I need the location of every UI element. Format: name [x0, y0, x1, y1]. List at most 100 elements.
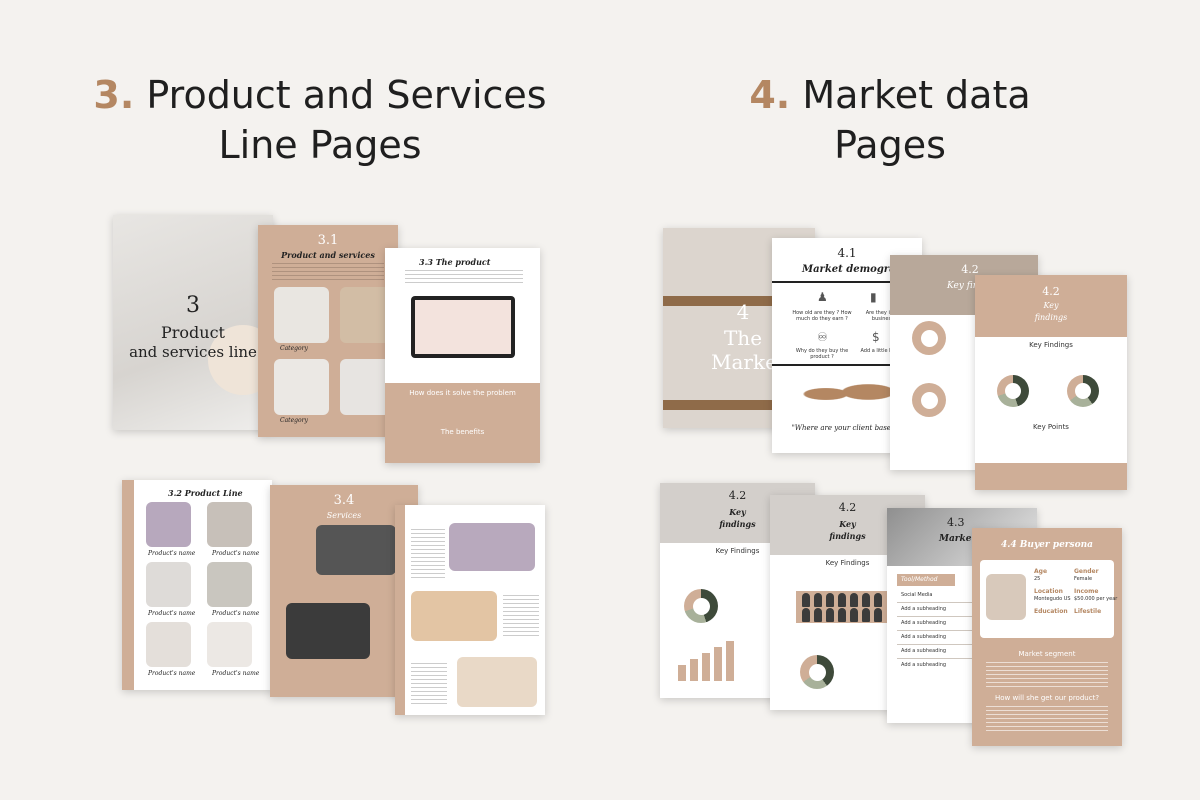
p42b-kp: Key Points: [1033, 423, 1069, 431]
p32-photo-6: [207, 622, 252, 667]
p42a-number: 4.2: [961, 263, 979, 276]
p42b-number: 4.2: [1042, 285, 1060, 298]
p31-body: [272, 263, 384, 281]
world-map: [794, 374, 900, 414]
p44-how-body: [986, 706, 1108, 732]
p43-title: Marke strate: [939, 534, 1004, 544]
section-3-title-line2: Line Pages: [218, 123, 422, 167]
p42c-kf: Key Findings: [715, 547, 760, 555]
p44-how: How will she get our product?: [994, 694, 1100, 702]
p42c-bar-1: [678, 665, 686, 681]
p32-photo-1: [146, 502, 191, 547]
p43-col: Tool/Method: [901, 576, 938, 583]
p42b-title1: Key: [1043, 301, 1059, 310]
p43-row-6: Add a subheading: [901, 662, 947, 668]
p32-title: 3.2 Product Line: [168, 488, 243, 498]
page-3-2: 3.2 Product Line Product's name Product'…: [122, 480, 272, 690]
p31-category-2: Category: [280, 417, 308, 424]
p42b-kf: Key Findings: [1029, 341, 1073, 349]
p42c-bar-4: [714, 647, 722, 681]
cover-number: 3: [186, 293, 200, 318]
p43-row-4: Add a subheading: [901, 634, 947, 640]
page-4-4: 4.4 Buyer persona Age 25 Gender Female L…: [972, 528, 1122, 746]
p42d-kf: Key Findings: [825, 559, 870, 567]
p42c-title1: Key: [729, 507, 746, 517]
dollar-icon: $: [872, 330, 880, 344]
p32-photo-5: [146, 622, 191, 667]
p42a-icon-circle-1: [912, 321, 946, 355]
p32-name-5: Product's name: [148, 670, 196, 677]
p44-loc-label: Location: [1034, 588, 1063, 595]
p31-photo-3: [274, 359, 329, 415]
p31-photo-4: [340, 359, 390, 415]
p44-life-label: Lifestile: [1074, 608, 1102, 615]
p44-income-value: $50.000 per year: [1074, 596, 1118, 602]
persona-avatar: [986, 574, 1026, 620]
p33-box: How does it solve the problem The benefi…: [385, 383, 540, 463]
p41-number: 4.1: [837, 246, 857, 260]
p42d-number: 4.2: [838, 501, 857, 514]
p34-photo-1: [316, 525, 396, 575]
p32-name-6: Product's name: [212, 670, 260, 677]
p34-photo-2: [286, 603, 370, 659]
p41-q4: Add a little bit of text: [860, 348, 914, 354]
p42b-donut-1: [997, 375, 1029, 407]
people-pictogram: [796, 591, 896, 623]
p34b-photo-3: [457, 657, 537, 707]
p42c-bar-3: [702, 653, 710, 681]
section-4-number: 4.: [749, 73, 791, 117]
p34b-text-2: [503, 595, 539, 639]
p42c-donut: [684, 589, 718, 623]
section-3-title-line1: Product and Services: [146, 73, 547, 117]
p44-segment: Market segment: [1018, 650, 1076, 658]
p33-box1: How does it solve the problem: [409, 389, 516, 397]
p44-income-label: Income: [1074, 588, 1099, 595]
p42c-title2: findings: [719, 519, 756, 529]
p42c-bar-2: [690, 659, 698, 681]
p32-name-3: Product's name: [148, 610, 196, 617]
p34b-photo-2: [411, 591, 497, 641]
p34b-text-1: [411, 529, 445, 581]
p41-quote: "Where are your client based?": [791, 424, 903, 432]
p44-title: 4.4 Buyer persona: [1001, 540, 1093, 550]
page-4-2-b: 4.2 Key findings Key Findings Key Points: [975, 275, 1127, 490]
p41-q2: Are they individu businesses?: [865, 310, 909, 322]
section-3-heading: 3. Product and Services Line Pages: [60, 70, 580, 170]
p42d-donut: [800, 655, 834, 689]
p43-row-1: Social Media: [901, 592, 933, 598]
p42a-title: Key findin: [947, 281, 993, 291]
p44-edu-label: Education: [1034, 608, 1068, 615]
p43-row-2: Add a subheading: [901, 606, 947, 612]
cover-title-1: Product: [161, 323, 225, 342]
p44-age-value: 25: [1034, 576, 1041, 582]
p44-gender-value: Female: [1074, 576, 1093, 582]
p42b-donut-2: [1067, 375, 1099, 407]
p42b-title2: findings: [1034, 313, 1068, 322]
page-3-1: 3.1 Product and services Category Catego…: [258, 225, 398, 437]
p32-name-4: Product's name: [212, 610, 260, 617]
p4-cover-title-2: Marke: [711, 350, 777, 374]
p31-photo-2: [340, 287, 390, 343]
p41-title: Market demograph: [802, 264, 910, 275]
page-3-4: 3.4 Services: [270, 485, 418, 697]
p32-name-1: Product's name: [148, 550, 196, 557]
p31-title: Product and services: [281, 250, 375, 260]
p4-cover-title-1: The: [723, 326, 763, 350]
page-3-cover: 3 Product and services line: [113, 215, 273, 430]
section-4-title-line2: Pages: [834, 123, 946, 167]
p44-age-label: Age: [1034, 568, 1048, 575]
p43-row-5: Add a subheading: [901, 648, 947, 654]
p32-photo-3: [146, 562, 191, 607]
p42c-bar-5: [726, 641, 734, 681]
p42d-title1: Key: [839, 519, 856, 529]
page-3-4-services: [395, 505, 545, 715]
p43-number: 4.3: [947, 516, 965, 529]
p44-loc-value: Montegudo US: [1034, 596, 1071, 602]
p43-row-3: Add a subheading: [901, 620, 947, 626]
page-3-3: 3.3 The product How does it solve the pr…: [385, 248, 540, 463]
p34-number: 3.4: [333, 493, 355, 508]
p31-photo-1: [274, 287, 329, 343]
p33-title: 3.3 The product: [419, 257, 491, 267]
people-icon: ♟: [817, 290, 828, 304]
p32-photo-4: [207, 562, 252, 607]
